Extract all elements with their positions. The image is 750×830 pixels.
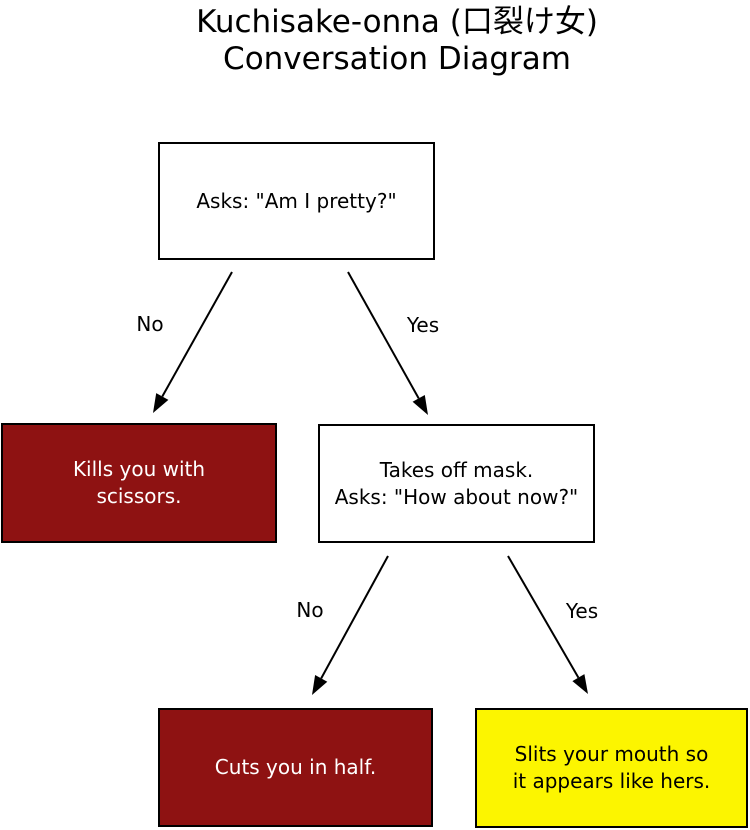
edge-label-no-2: No <box>296 598 324 622</box>
edge-yes-1-arrowhead-icon <box>412 395 428 415</box>
edge-no-2-arrowhead-icon <box>312 675 328 695</box>
node-kills-you-with-scissors: Kills you with scissors. <box>1 423 277 543</box>
edge-yes-2-arrowhead-icon <box>572 674 588 694</box>
edge-yes-1 <box>347 271 428 415</box>
edge-yes-2 <box>507 555 588 694</box>
edge-label-yes-2: Yes <box>565 599 599 623</box>
node-slits-your-mouth: Slits your mouth so it appears like hers… <box>475 708 748 828</box>
node-asks-am-i-pretty: Asks: "Am I pretty?" <box>158 142 435 260</box>
node-takes-off-mask: Takes off mask. Asks: "How about now?" <box>318 424 595 543</box>
edge-yes-2-line <box>507 555 580 679</box>
diagram-title: Kuchisake-onna (口裂け女) Conversation Diagr… <box>196 4 598 78</box>
edge-no-2-line <box>320 555 389 679</box>
node-asks-am-i-pretty-label: Asks: "Am I pretty?" <box>196 188 397 213</box>
node-slits-your-mouth-label: Slits your mouth so it appears like hers… <box>512 742 711 793</box>
edge-no-2 <box>312 555 389 695</box>
edge-no-1-arrowhead-icon <box>153 393 169 413</box>
edge-yes-1-line <box>347 271 420 399</box>
edge-label-yes-1: Yes <box>406 313 440 337</box>
edge-no-1 <box>153 271 233 413</box>
edge-label-no-1: No <box>136 312 164 336</box>
diagram-title-line-1: Kuchisake-onna (口裂け女) <box>196 4 598 40</box>
node-cuts-you-in-half-label: Cuts you in half. <box>214 755 377 779</box>
node-cuts-you-in-half: Cuts you in half. <box>158 708 433 827</box>
edge-no-1-line <box>161 271 233 397</box>
node-kills-you-with-scissors-label: Kills you with scissors. <box>72 457 206 508</box>
diagram-title-line-2: Conversation Diagram <box>223 41 571 78</box>
node-takes-off-mask-label: Takes off mask. Asks: "How about now?" <box>334 457 579 509</box>
